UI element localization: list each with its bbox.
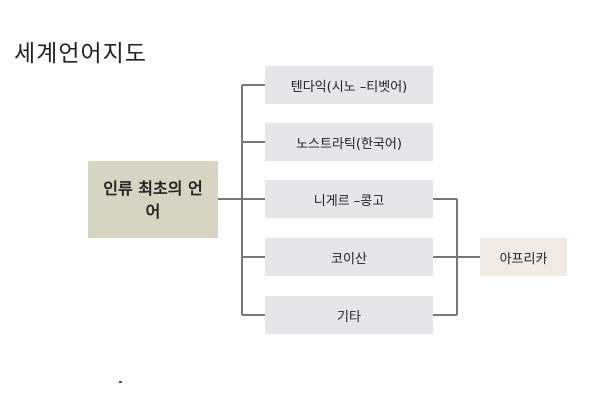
branch-node-label: 노스트라틱(한국어) <box>296 136 402 152</box>
root-node-label: 인류 최초의 언어 <box>103 178 203 221</box>
branch-node: 텐다익(시노 –티벳어) <box>265 66 433 104</box>
stray-mark <box>119 381 122 383</box>
branch-node-label: 기타 <box>337 309 361 325</box>
branch-node: 코이산 <box>265 238 433 276</box>
branch-node-label: 텐다익(시노 –티벳어) <box>290 79 408 95</box>
branch-node: 기타 <box>265 296 433 334</box>
root-node: 인류 최초의 언어 <box>88 161 218 238</box>
region-node-label: 아프리카 <box>499 251 548 267</box>
region-node: 아프리카 <box>480 238 567 276</box>
branch-node-label: 니게르 –콩고 <box>313 193 385 209</box>
branch-node: 노스트라틱(한국어) <box>265 123 433 161</box>
branch-node-label: 코이산 <box>331 251 367 267</box>
branch-node: 니게르 –콩고 <box>265 180 433 218</box>
page-title: 세계언어지도 <box>14 41 147 67</box>
